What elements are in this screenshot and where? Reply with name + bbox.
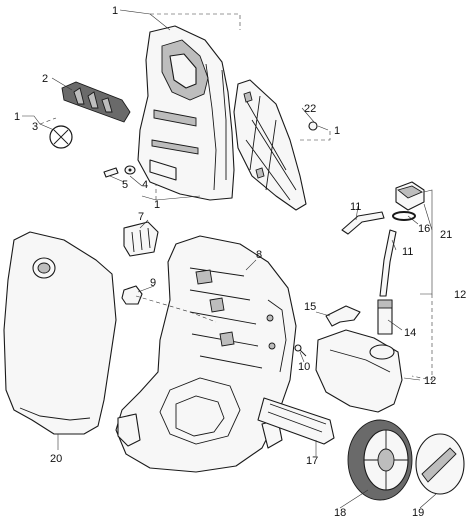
screw-part: [103, 165, 136, 178]
hubcap-part: [415, 433, 465, 495]
handle-part: [137, 25, 235, 201]
callout-19: 19: [412, 507, 424, 519]
callout-22: 22: [304, 103, 316, 115]
rear-panel-part: [233, 79, 318, 211]
detergent-tank-part: [315, 329, 403, 413]
callout-7: 7: [138, 211, 144, 223]
callout-3: 3: [32, 121, 38, 133]
callout-labels: 1 2 1 3 22 1 5 4 1 11 16 21 11 7 8 9 12 …: [14, 5, 466, 519]
callout-17: 17: [306, 455, 318, 467]
bracket-part: [325, 305, 361, 327]
callout-18: 18: [334, 507, 346, 519]
callout-15: 15: [304, 301, 316, 313]
callout-1-bottom: 1: [154, 199, 160, 211]
callout-12-b: 12: [424, 375, 436, 387]
callout-1-top: 1: [112, 5, 118, 17]
excluded-part-icon: [49, 125, 73, 149]
leader-lines: [22, 9, 437, 509]
callout-9: 9: [150, 277, 156, 289]
front-cover-part: [3, 231, 117, 435]
callout-1-left: 1: [14, 111, 20, 123]
wheel-part: [347, 419, 413, 501]
clip-part: [123, 221, 159, 257]
filter-part: [377, 299, 393, 335]
callout-10: 10: [298, 361, 310, 373]
main-housing-part: [115, 235, 297, 473]
callout-12-a: 12: [454, 289, 466, 301]
callout-2: 2: [42, 73, 48, 85]
callout-14: 14: [404, 327, 416, 339]
tank-cap-part: [392, 181, 425, 221]
callout-11-a: 11: [350, 201, 361, 213]
axle-part: [257, 397, 335, 445]
callout-11-b: 11: [402, 246, 413, 258]
callout-20: 20: [50, 453, 62, 465]
callout-16: 16: [418, 223, 430, 235]
callout-21: 21: [440, 229, 452, 241]
callout-4: 4: [142, 179, 148, 191]
callout-8: 8: [256, 249, 262, 261]
callout-1-right: 1: [334, 125, 340, 137]
housing-screw-part: [294, 344, 307, 357]
callout-5: 5: [122, 179, 128, 191]
hose-part: [341, 211, 397, 297]
fitting-part: [121, 285, 143, 305]
grip-part: [61, 81, 131, 123]
